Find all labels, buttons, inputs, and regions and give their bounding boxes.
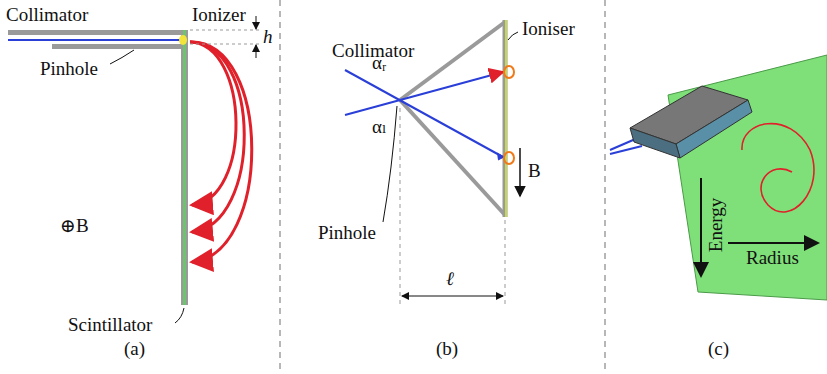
dimension: h [263,26,273,48]
part-name: Pinhole [40,58,98,80]
dimension: ℓ [446,268,454,290]
axis-label: Radius [746,247,799,269]
field-symbol: B⃗ [528,160,555,182]
part-name: Ionizer [192,4,246,26]
field-symbol: ⊕B⃗ [60,215,103,237]
part-name: Pinhole [318,222,376,244]
part-name: Collimator [6,4,88,26]
angle-symbol: αₗ [372,116,387,138]
angle-symbol: αᵣ [372,52,386,74]
part-name: Scintillator [68,314,152,336]
panel-label: (b) [436,338,458,360]
axis-label: Energy [705,198,727,253]
panel-label: (c) [708,338,729,360]
panel-label: (a) [124,338,145,360]
part-name: Ioniser [522,18,575,40]
